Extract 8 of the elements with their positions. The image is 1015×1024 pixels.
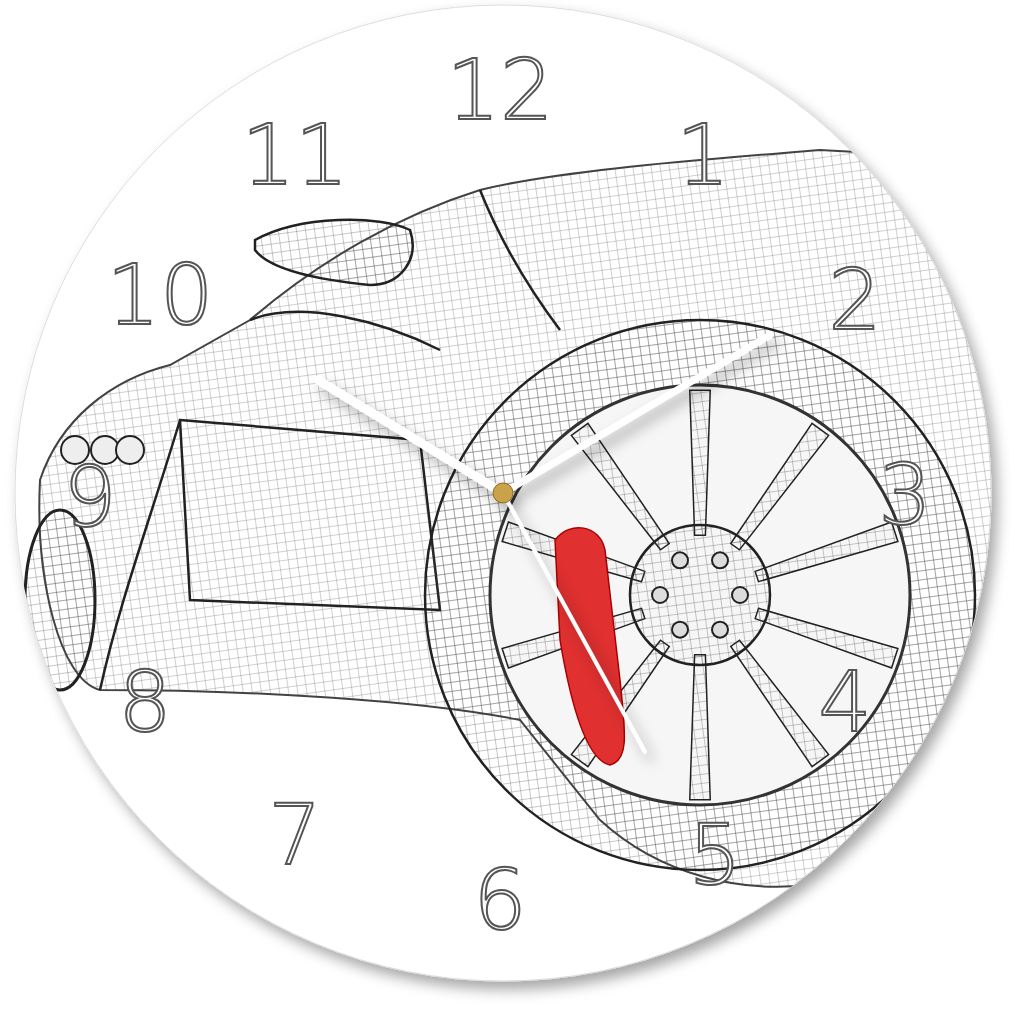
- hour-numeral: 10: [106, 253, 214, 337]
- hour-numeral: 4: [818, 660, 872, 744]
- hour-numeral: 9: [63, 455, 117, 539]
- hour-numeral: 6: [473, 858, 527, 942]
- hour-numeral: 12: [446, 48, 554, 132]
- hour-numeral: 7: [268, 793, 322, 877]
- hour-numeral: 2: [828, 258, 882, 342]
- hour-numeral: 11: [241, 113, 349, 197]
